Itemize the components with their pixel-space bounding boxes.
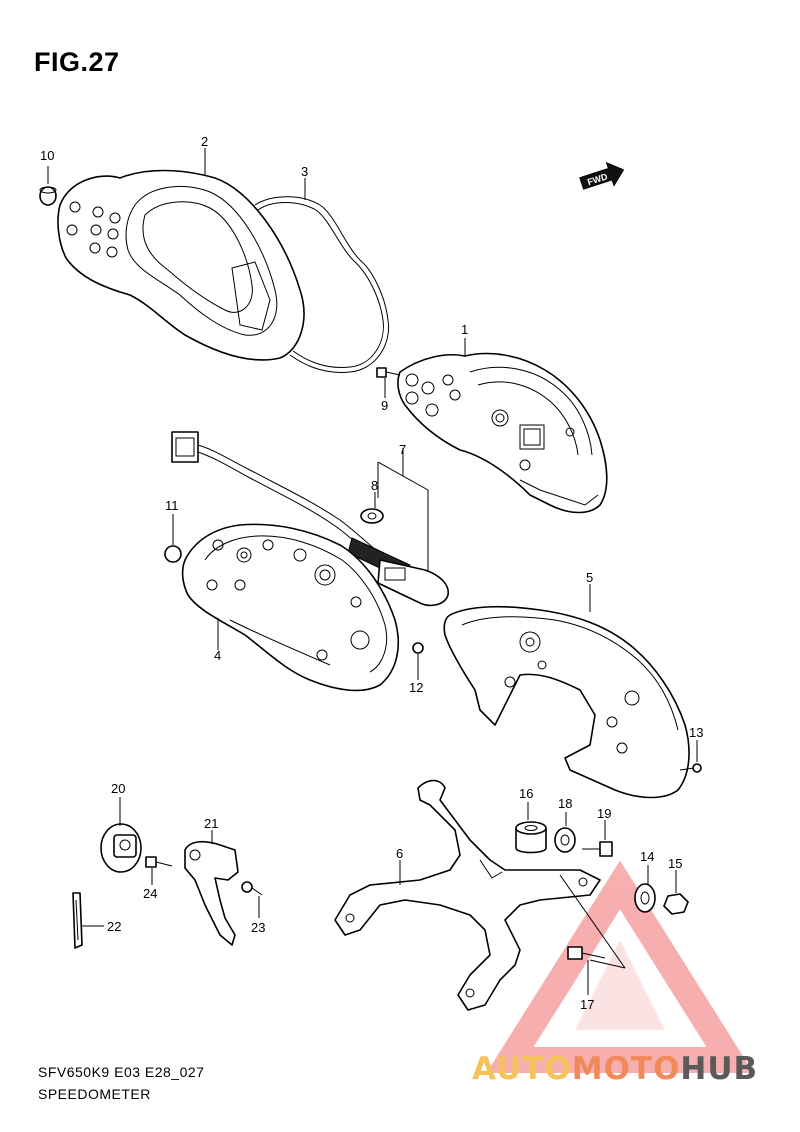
part-2-meter-cover xyxy=(57,148,305,361)
callout-21: 21 xyxy=(204,816,218,831)
part-18-washer xyxy=(554,812,576,853)
part-23-screw xyxy=(241,881,263,918)
callout-4: 4 xyxy=(214,648,221,663)
part-8-clamp xyxy=(360,492,384,524)
callout-12: 12 xyxy=(409,680,423,695)
callout-5: 5 xyxy=(586,570,593,585)
callout-13: 13 xyxy=(689,725,703,740)
part-19-bolt xyxy=(582,820,613,857)
callout-24: 24 xyxy=(143,886,157,901)
part-7-wiring-harness xyxy=(171,431,450,607)
callout-17: 17 xyxy=(580,997,594,1012)
part-22-clip xyxy=(72,892,104,949)
part-21-switch xyxy=(184,830,239,946)
part-17-bolt xyxy=(559,874,626,995)
callout-18: 18 xyxy=(558,796,572,811)
callout-labels: 1 2 3 4 5 6 7 8 9 10 11 12 13 14 15 16 1… xyxy=(40,134,703,1012)
watermark-triangle xyxy=(486,860,754,1073)
watermark-logo: AUTOMOTOHUB xyxy=(472,1051,758,1087)
watermark-moto: MOTO xyxy=(571,1051,681,1087)
callout-19: 19 xyxy=(597,806,611,821)
callout-20: 20 xyxy=(111,781,125,796)
callout-11: 11 xyxy=(165,498,179,513)
callout-15: 15 xyxy=(668,856,682,871)
part-15-nut xyxy=(663,870,689,915)
callout-8: 8 xyxy=(371,478,378,493)
figure-name: SPEEDOMETER xyxy=(38,1086,151,1102)
part-1-meter-assembly xyxy=(397,338,608,514)
callout-7: 7 xyxy=(399,442,406,457)
callout-1: 1 xyxy=(461,322,468,337)
part-12-screw xyxy=(412,642,424,680)
callout-22: 22 xyxy=(107,919,121,934)
callout-3: 3 xyxy=(301,164,308,179)
callout-23: 23 xyxy=(251,920,265,935)
part-5-rear-cover xyxy=(443,584,690,799)
watermark-auto: AUTO xyxy=(472,1051,572,1087)
part-11-grommet xyxy=(164,514,182,563)
part-4-meter-case xyxy=(181,523,400,692)
callout-6: 6 xyxy=(396,846,403,861)
watermark-hub: HUB xyxy=(680,1051,759,1087)
part-6-bracket xyxy=(334,779,601,1011)
part-10-cap xyxy=(39,166,57,206)
part-9-screw xyxy=(376,367,401,398)
part-24-screw xyxy=(145,856,173,885)
part-16-bushing xyxy=(515,802,547,854)
figure-title: FIG.27 xyxy=(34,47,120,77)
callout-9: 9 xyxy=(381,398,388,413)
part-13-screw xyxy=(679,740,702,773)
callout-2: 2 xyxy=(201,134,208,149)
fwd-arrow-icon: FWD xyxy=(579,161,625,190)
callout-16: 16 xyxy=(519,786,533,801)
part-14-bushing xyxy=(634,865,656,913)
callout-10: 10 xyxy=(40,148,54,163)
part-20-grommet-plate xyxy=(100,797,142,873)
part-3-seal xyxy=(254,178,390,373)
callout-14: 14 xyxy=(640,849,654,864)
figure-code: SFV650K9 E03 E28_027 xyxy=(38,1064,205,1080)
